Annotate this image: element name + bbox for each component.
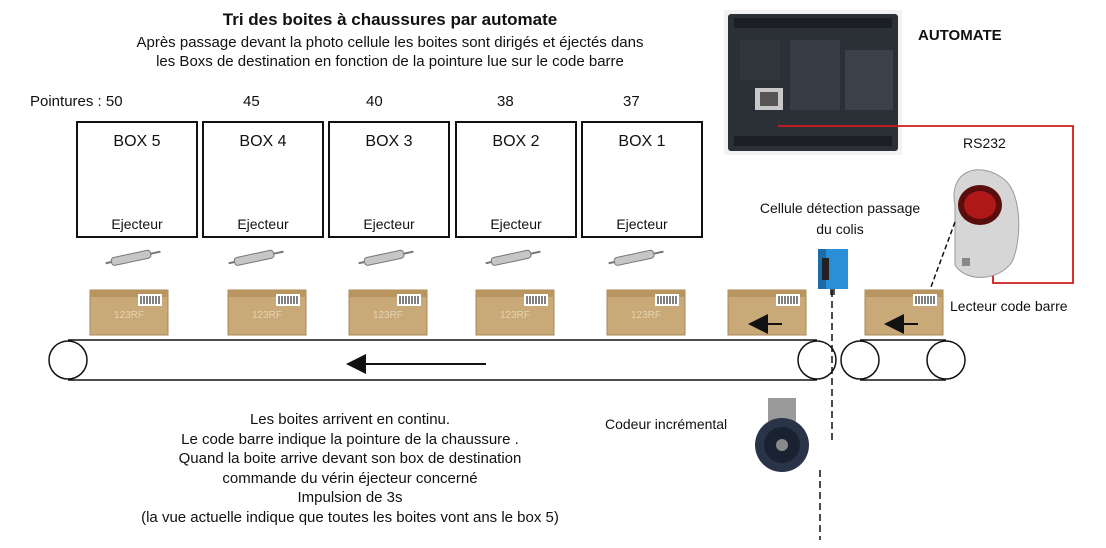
barcode-reader-image (953, 169, 1020, 278)
pointures-label: Pointures : 50 (30, 93, 123, 110)
box-3: BOX 3 Ejecteur (328, 121, 450, 238)
box-2: BOX 2 Ejecteur (455, 121, 577, 238)
watermark-text: 123RF (500, 310, 530, 321)
watermark-text: 123RF (631, 310, 661, 321)
box-1: BOX 1 Ejecteur (581, 121, 703, 238)
ejector-label: Ejecteur (490, 216, 542, 232)
box-label: BOX 2 (492, 133, 540, 150)
encoder-image (755, 398, 809, 472)
main-conveyor (48, 339, 837, 381)
watermark-text: 123RF (114, 310, 144, 321)
cylinder-2 (485, 249, 541, 266)
ejector-label: Ejecteur (363, 216, 415, 232)
box-5: BOX 5 Ejecteur (76, 121, 198, 238)
ejector-label: Ejecteur (616, 216, 668, 232)
cylinder-1 (608, 249, 664, 266)
plc-image (724, 10, 902, 155)
shoe-box-4: 123RF (475, 289, 555, 336)
shoe-boxes: 123RF 123RF 123RF 123RF 123RF (89, 289, 944, 336)
input-conveyor (840, 339, 966, 381)
watermark-text: 123RF (373, 310, 403, 321)
shoe-box-1: 123RF (89, 289, 169, 336)
cylinder-5 (105, 249, 161, 266)
photocell-label: Cellule détection passage du colis (759, 200, 921, 237)
photocell-sensor-image (818, 249, 848, 295)
shoe-box-5: 123RF (606, 289, 686, 336)
shoe-box-2: 123RF (227, 289, 307, 336)
box-label: BOX 3 (365, 133, 413, 150)
size-45: 45 (243, 93, 260, 110)
ejector-cylinders (105, 249, 664, 266)
shoe-box-3: 123RF (348, 289, 428, 336)
barcode-reader-label: Lecteur code barre (950, 298, 1068, 314)
size-37: 37 (623, 93, 640, 110)
scan-beam (927, 221, 956, 296)
ejector-label: Ejecteur (111, 216, 163, 232)
page-title: Tri des boites à chaussures par automate (222, 10, 558, 29)
description-text: Les boites arrivent en continu. Le code … (141, 411, 559, 526)
box-label: BOX 4 (239, 133, 287, 150)
encoder-label: Codeur incrémental (605, 416, 728, 432)
box-4: BOX 4 Ejecteur (202, 121, 324, 238)
rs232-label: RS232 (963, 135, 1006, 151)
cylinder-3 (358, 249, 414, 266)
cylinder-4 (228, 249, 284, 266)
ejector-label: Ejecteur (237, 216, 289, 232)
size-40: 40 (366, 93, 383, 110)
page-subtitle: Après passage devant la photo cellule le… (136, 34, 644, 70)
shoe-box-7 (864, 289, 944, 336)
watermark-text: 123RF (252, 310, 282, 321)
size-38: 38 (497, 93, 514, 110)
box-label: BOX 1 (618, 133, 666, 150)
shoe-box-6 (727, 289, 807, 336)
plc-label: AUTOMATE (918, 27, 1002, 44)
box-label: BOX 5 (113, 133, 161, 150)
